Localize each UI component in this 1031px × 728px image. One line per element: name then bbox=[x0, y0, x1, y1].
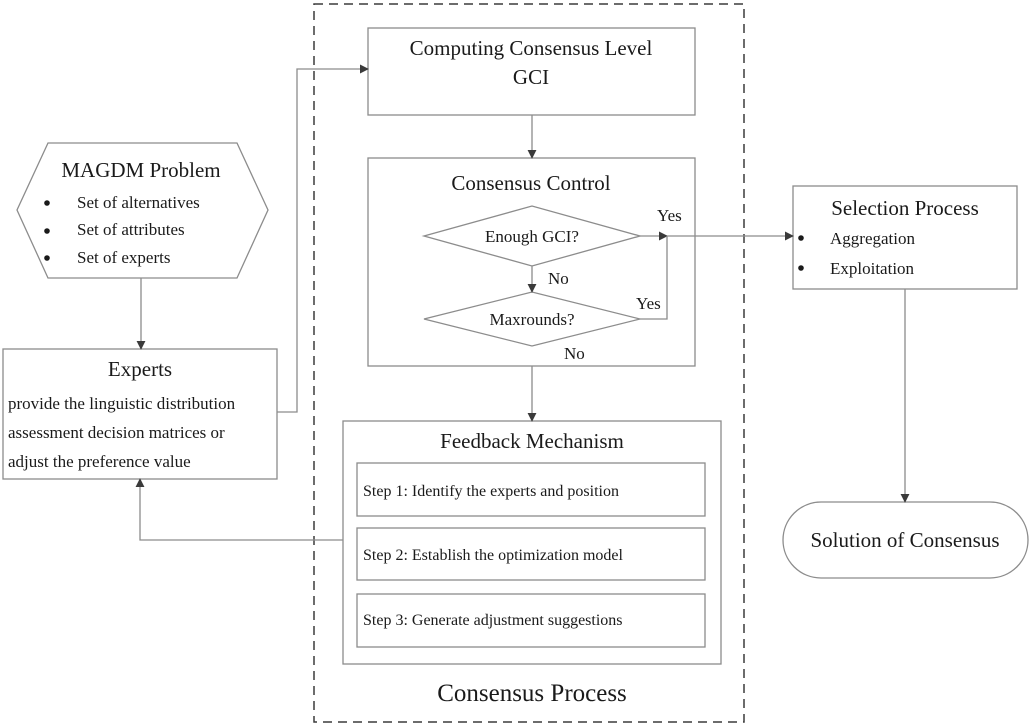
computing-consensus-title: Computing Consensus Level bbox=[410, 36, 653, 60]
edge-feedback-to-experts bbox=[135, 478, 343, 541]
experts-line-2: assessment decision matrices or bbox=[8, 423, 225, 442]
maxrounds-label: Maxrounds? bbox=[490, 310, 575, 329]
magdm-title: MAGDM Problem bbox=[61, 158, 220, 182]
experts-line-1: provide the linguistic distribution bbox=[8, 394, 236, 413]
consensus-process-label: Consensus Process bbox=[437, 680, 627, 707]
edge-label-yes-enough: Yes bbox=[657, 206, 682, 225]
magdm-item-1: Set of alternatives bbox=[77, 193, 200, 212]
consensus-process-boundary bbox=[313, 3, 745, 723]
experts-node: Experts provide the linguistic distribut… bbox=[2, 348, 278, 480]
feedback-step-2-box bbox=[356, 527, 706, 581]
solution-node: Solution of Consensus bbox=[782, 501, 1029, 579]
computing-consensus-gci: GCI bbox=[513, 65, 549, 89]
magdm-bullet-2 bbox=[44, 228, 50, 234]
magdm-item-2: Set of attributes bbox=[77, 220, 185, 239]
magdm-bullet-1 bbox=[44, 200, 50, 206]
feedback-step-1: Step 1: Identify the experts and positio… bbox=[363, 483, 619, 500]
edge-label-no-max: No bbox=[564, 344, 585, 363]
computing-consensus-node: Computing Consensus Level GCI bbox=[367, 27, 696, 116]
feedback-step-3-box bbox=[356, 593, 706, 648]
selection-item-1: Aggregation bbox=[830, 229, 915, 248]
feedback-step-2: Step 2: Establish the optimization model bbox=[363, 547, 624, 564]
selection-bullet-1 bbox=[798, 235, 804, 241]
consensus-control-node: Consensus Control Enough GCI? Maxrounds? bbox=[367, 157, 696, 367]
feedback-step-3: Step 3: Generate adjustment suggestions bbox=[363, 612, 623, 629]
selection-item-2: Exploitation bbox=[830, 259, 915, 278]
experts-line-3: adjust the preference value bbox=[8, 452, 191, 471]
magdm-bullet-3 bbox=[44, 255, 50, 261]
solution-label: Solution of Consensus bbox=[810, 528, 999, 552]
consensus-control-title: Consensus Control bbox=[451, 171, 610, 195]
enough-gci-label: Enough GCI? bbox=[485, 227, 579, 246]
selection-title: Selection Process bbox=[831, 196, 979, 220]
magdm-item-3: Set of experts bbox=[77, 248, 170, 267]
experts-title: Experts bbox=[108, 357, 172, 381]
edge-label-yes-max: Yes bbox=[636, 294, 661, 313]
edge-maxrounds-yes bbox=[640, 236, 668, 320]
feedback-title: Feedback Mechanism bbox=[440, 429, 624, 453]
magdm-problem-node: MAGDM Problem Set of alternatives Set of… bbox=[16, 142, 269, 279]
edge-label-no-enough: No bbox=[548, 269, 569, 288]
feedback-mechanism-node: Feedback Mechanism Step 1: Identify the … bbox=[342, 420, 722, 665]
feedback-step-1-box bbox=[356, 462, 706, 517]
edge-experts-to-computing bbox=[277, 64, 369, 413]
selection-bullet-2 bbox=[798, 265, 804, 271]
selection-process-node: Selection Process Aggregation Exploitati… bbox=[792, 185, 1018, 290]
